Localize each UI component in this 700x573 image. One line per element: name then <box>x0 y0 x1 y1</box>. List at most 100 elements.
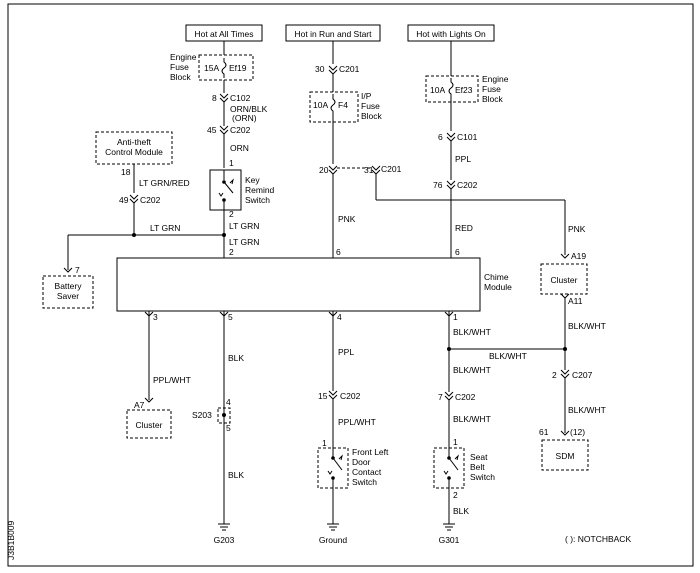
wire-orn: ORN <box>230 143 249 153</box>
c202-door-pin: 15 <box>318 391 328 401</box>
c201-pin-20: 20 <box>319 165 329 175</box>
chime-pin-5: 5 <box>228 312 233 322</box>
wire-blk-wht-5: BLK/WHT <box>453 414 491 424</box>
wire-blk-3: BLK <box>453 506 469 516</box>
chime-pin-6a: 6 <box>336 247 341 257</box>
ground-g203-symbol <box>218 523 230 531</box>
cluster-pin-a19: A19 <box>571 251 586 261</box>
chime-pin-3: 3 <box>153 312 158 322</box>
c201-mid-label: C201 <box>381 164 402 174</box>
cluster-pin-a11: A11 <box>568 296 583 306</box>
wire-ppl-wht-1: PPL/WHT <box>153 375 191 385</box>
wire-blk-wht-sdm: BLK/WHT <box>568 405 606 415</box>
cluster-top-label: Cluster <box>551 275 578 285</box>
ground-g301-symbol <box>443 523 455 531</box>
chime-pin-2: 2 <box>229 247 234 257</box>
s203-pin-4: 4 <box>226 397 231 407</box>
chime-pin-6b: 6 <box>455 247 460 257</box>
cluster-pin-a7: A7 <box>134 400 145 410</box>
chime-pin-1: 1 <box>453 312 458 322</box>
doc-id: J3B1B009 <box>6 521 16 560</box>
wire-orn-blk: ORN/BLK(ORN) <box>230 104 268 123</box>
c202-door-label: C202 <box>340 391 361 401</box>
source-hot-run-start: Hot in Run and Start <box>285 24 381 42</box>
wire-pnk-2: PNK <box>568 224 586 234</box>
wire-ppl-2: PPL <box>338 347 354 357</box>
fuse-f4: 10A F4 <box>309 91 359 123</box>
antitheft-pin: 18 <box>121 167 131 177</box>
wire-red: RED <box>455 223 473 233</box>
key-pin-1: 1 <box>229 158 234 168</box>
c207-label: C207 <box>572 370 593 380</box>
fuse-ef23: 10A Ef23 <box>425 75 479 103</box>
ground-g301: G301 <box>439 535 460 545</box>
fuse-ef19-amp: 15A <box>204 63 219 73</box>
c202-b-label: C202 <box>457 180 478 190</box>
fuse-ef23-name: Ef23 <box>455 85 473 95</box>
cluster-bottom: Cluster <box>126 409 172 439</box>
source-hot-lights-on-label: Hot with Lights On <box>416 29 486 39</box>
wire-blk-2: BLK <box>228 470 244 480</box>
seat-pin-2: 2 <box>453 490 458 500</box>
c202-antitheft-label: C202 <box>140 195 161 205</box>
door-pin-1: 1 <box>322 438 327 448</box>
splice-s203 <box>217 407 231 424</box>
source-hot-all-times-label: Hot at All Times <box>194 29 253 39</box>
cluster-bottom-label: Cluster <box>136 420 163 430</box>
wire-lt-grn-1: LT GRN <box>150 223 180 233</box>
source-hot-run-start-label: Hot in Run and Start <box>294 29 372 39</box>
wire-blk-wht-3: BLK/WHT <box>453 365 491 375</box>
c202-a-label: C202 <box>230 125 251 135</box>
wire-ppl: PPL <box>455 154 471 164</box>
ground-g203: G203 <box>214 535 235 545</box>
source-hot-all-times: Hot at All Times <box>185 24 263 42</box>
sdm-pin: 61 <box>539 427 549 437</box>
c201-pin-31: 31 <box>364 165 374 175</box>
s203-label: S203 <box>192 410 212 420</box>
fuse-f4-name: F4 <box>338 100 348 110</box>
cluster-top: Cluster <box>540 263 588 295</box>
c101-label: C101 <box>457 132 478 142</box>
wire-blk-wht-4: BLK/WHT <box>568 321 606 331</box>
c101-pin: 6 <box>438 132 443 142</box>
wire-lt-grn-2: LT GRN <box>229 221 259 231</box>
front-door-switch <box>317 447 349 489</box>
s203-pin-5: 5 <box>226 423 231 433</box>
wire-blk-wht-1: BLK/WHT <box>453 327 491 337</box>
c207-pin: 2 <box>552 370 557 380</box>
chime-pin-4: 4 <box>337 312 342 322</box>
c201-top-pin: 30 <box>315 64 325 74</box>
wire-pnk-1: PNK <box>338 214 356 224</box>
sdm-label: SDM <box>556 451 575 461</box>
fuse-ef23-amp: 10A <box>430 85 445 95</box>
c202-76-pin: 76 <box>433 180 443 190</box>
ground-door-symbol <box>327 523 339 531</box>
c102-label: C102 <box>230 93 251 103</box>
wire-lt-grn-3: LT GRN <box>229 237 259 247</box>
key-remind-switch <box>209 169 242 211</box>
wire-blk-1: BLK <box>228 353 244 363</box>
ground-label: Ground <box>319 535 348 545</box>
c202-a-pin: 45 <box>207 125 217 135</box>
fuse-ef19: 15A Ef19 <box>198 54 254 81</box>
wire-lt-grn-red: LT GRN/RED <box>139 178 190 188</box>
seat-belt-switch <box>433 447 465 489</box>
sdm-alt-pin: (12) <box>570 427 585 437</box>
notchback-note: ( ): NOTCHBACK <box>565 534 631 544</box>
wire-ppl-wht-2: PPL/WHT <box>338 417 376 427</box>
diagram-frame <box>7 3 694 567</box>
wire-blk-wht-2: BLK/WHT <box>489 351 527 361</box>
fuse-ef19-name: Ef19 <box>229 63 247 73</box>
sdm-module: SDM <box>541 439 589 471</box>
